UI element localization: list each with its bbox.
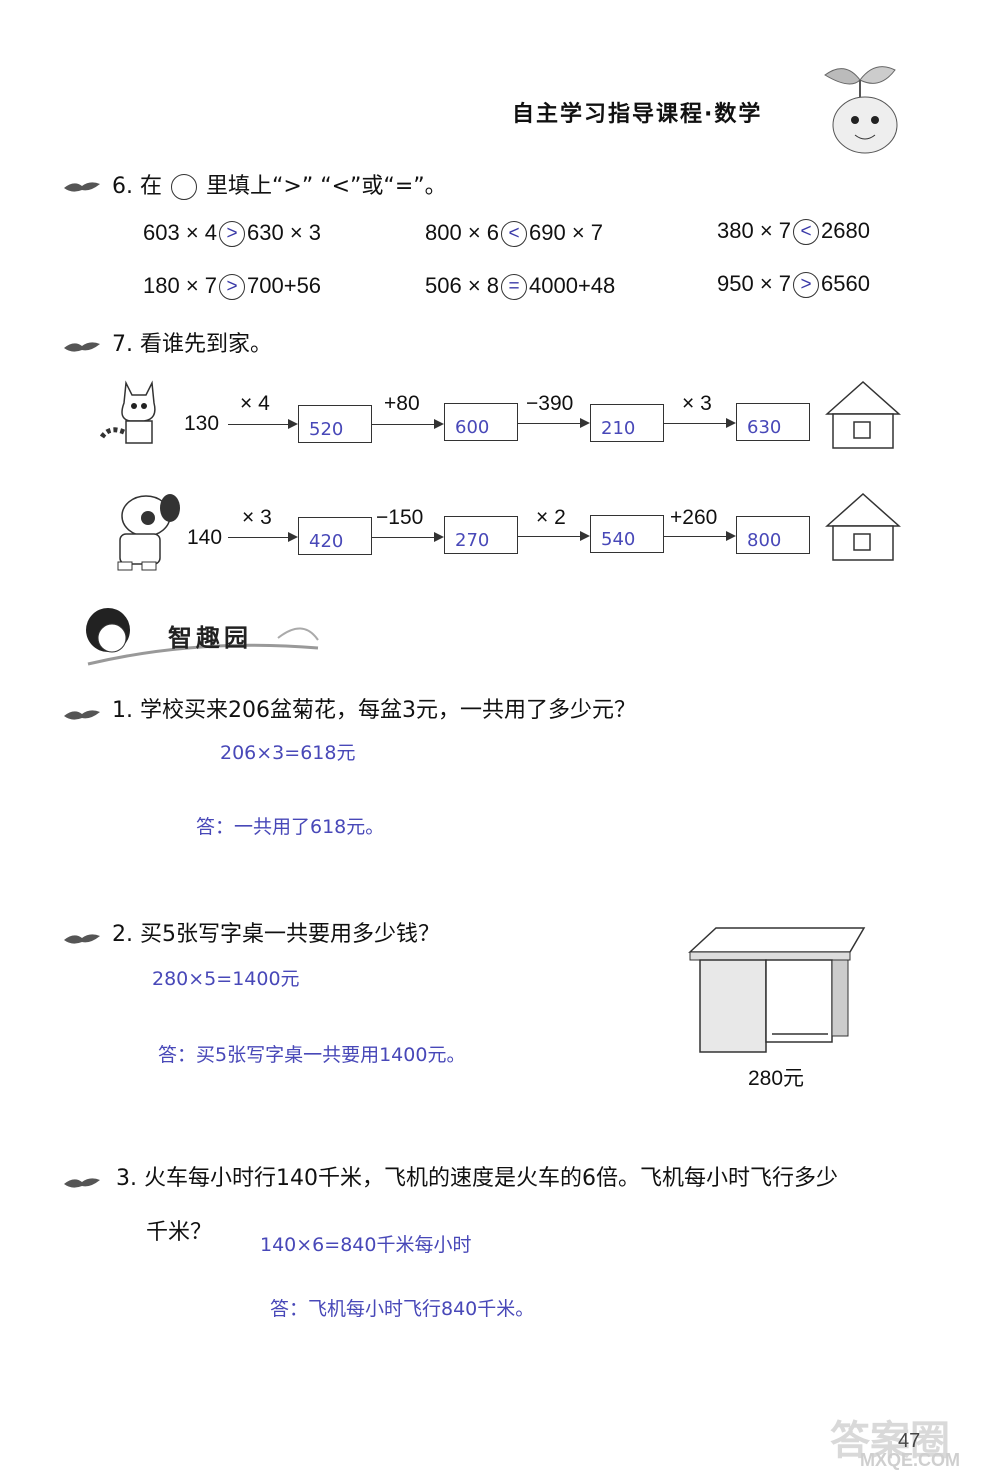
arrow bbox=[372, 419, 444, 429]
bird-bullet-icon bbox=[64, 182, 100, 192]
answer-box[interactable]: 210 bbox=[590, 404, 664, 442]
compare-item: 800 × 6<690 × 7 bbox=[425, 220, 603, 248]
compare-circle[interactable]: > bbox=[219, 274, 246, 301]
bird-bullet-icon bbox=[64, 1178, 100, 1188]
problem-3-question: 3. 火车每小时行140千米，飞机的速度是火车的6倍。飞机每小时飞行多少 bbox=[116, 1166, 838, 1191]
answer-box[interactable]: 420 bbox=[298, 517, 372, 555]
chain-start: 140 bbox=[187, 526, 223, 549]
compare-circle[interactable]: = bbox=[501, 274, 528, 301]
answer-box[interactable]: 630 bbox=[736, 403, 810, 441]
arrow bbox=[228, 532, 298, 542]
bird-bullet-icon bbox=[64, 934, 100, 944]
section-banner-deco-icon bbox=[86, 608, 319, 666]
answer-box[interactable]: 540 bbox=[590, 515, 664, 553]
compare-item: 950 × 7>6560 bbox=[717, 271, 870, 299]
arrow bbox=[372, 532, 444, 542]
chain-op: +80 bbox=[384, 392, 420, 415]
problem-2-work: 280×5=1400元 bbox=[152, 968, 300, 990]
bird-bullet-icon bbox=[64, 710, 100, 720]
arrow bbox=[518, 418, 590, 428]
watermark-logo: 答案圈 bbox=[830, 1419, 950, 1463]
house-icon bbox=[825, 492, 901, 561]
page-number: 47 bbox=[898, 1430, 921, 1452]
problem-3-work: 140×6=840千米每小时 bbox=[260, 1234, 472, 1256]
house-icon bbox=[825, 380, 901, 449]
compare-item: 180 × 7>700+56 bbox=[143, 273, 321, 301]
compare-circle[interactable]: < bbox=[793, 219, 820, 246]
answer-box[interactable]: 800 bbox=[736, 516, 810, 554]
chain-op: × 3 bbox=[242, 506, 272, 529]
compare-circle[interactable]: > bbox=[219, 221, 246, 248]
answer-box[interactable]: 520 bbox=[298, 405, 372, 443]
arrow bbox=[664, 531, 736, 541]
bird-bullet-icon bbox=[64, 342, 100, 352]
compare-circle[interactable]: > bbox=[793, 272, 820, 299]
q6-label-end: 里填上“>” “<”或“=”。 bbox=[205, 174, 447, 199]
arrow bbox=[664, 418, 736, 428]
compare-item: 380 × 7<2680 bbox=[717, 218, 870, 246]
desk-icon bbox=[688, 927, 866, 1053]
section-title: 智趣园 bbox=[168, 624, 252, 652]
problem-3-question-cont: 千米？ bbox=[146, 1220, 213, 1245]
chain-op: −150 bbox=[376, 506, 424, 529]
chain-start: 130 bbox=[184, 412, 220, 435]
puppy-icon bbox=[117, 494, 180, 571]
q6-prompt: 6. 在 里填上“>” “<”或“=”。 bbox=[112, 168, 447, 200]
compare-item: 603 × 4>630 × 3 bbox=[143, 220, 321, 248]
chain-op: +260 bbox=[670, 506, 718, 529]
answer-box[interactable]: 270 bbox=[444, 516, 518, 554]
chain-op: × 2 bbox=[536, 506, 566, 529]
chain-op: × 3 bbox=[682, 392, 712, 415]
problem-1-question: 1. 学校买来206盆菊花，每盆3元，一共用了多少元？ bbox=[112, 698, 636, 723]
arrow bbox=[228, 419, 298, 429]
arrow bbox=[518, 531, 590, 541]
blank-circle-icon bbox=[170, 174, 197, 200]
problem-3-answer: 答：飞机每小时飞行840千米。 bbox=[270, 1298, 535, 1320]
compare-item: 506 × 8=4000+48 bbox=[425, 273, 615, 301]
answer-box[interactable]: 600 bbox=[444, 403, 518, 441]
chain-op: × 4 bbox=[240, 392, 270, 415]
problem-1-work: 206×3=618元 bbox=[220, 742, 356, 764]
chain-op: −390 bbox=[526, 392, 574, 415]
watermark-url: MXQE.COM bbox=[860, 1450, 961, 1470]
compare-circle[interactable]: < bbox=[501, 221, 528, 248]
q7-label: 7. 看谁先到家。 bbox=[112, 332, 272, 357]
q6-label: 6. 在 bbox=[112, 174, 162, 199]
header-title: 自主学习指导课程·数学 bbox=[512, 102, 763, 127]
cat-icon bbox=[99, 380, 156, 444]
sprout-mascot-icon bbox=[824, 66, 898, 154]
problem-2-answer: 答：买5张写字桌一共要用1400元。 bbox=[158, 1044, 466, 1066]
problem-2-question: 2. 买5张写字桌一共要用多少钱？ bbox=[112, 922, 440, 947]
problem-1-answer: 答：一共用了618元。 bbox=[196, 816, 385, 838]
desk-price: 280元 bbox=[748, 1067, 805, 1090]
